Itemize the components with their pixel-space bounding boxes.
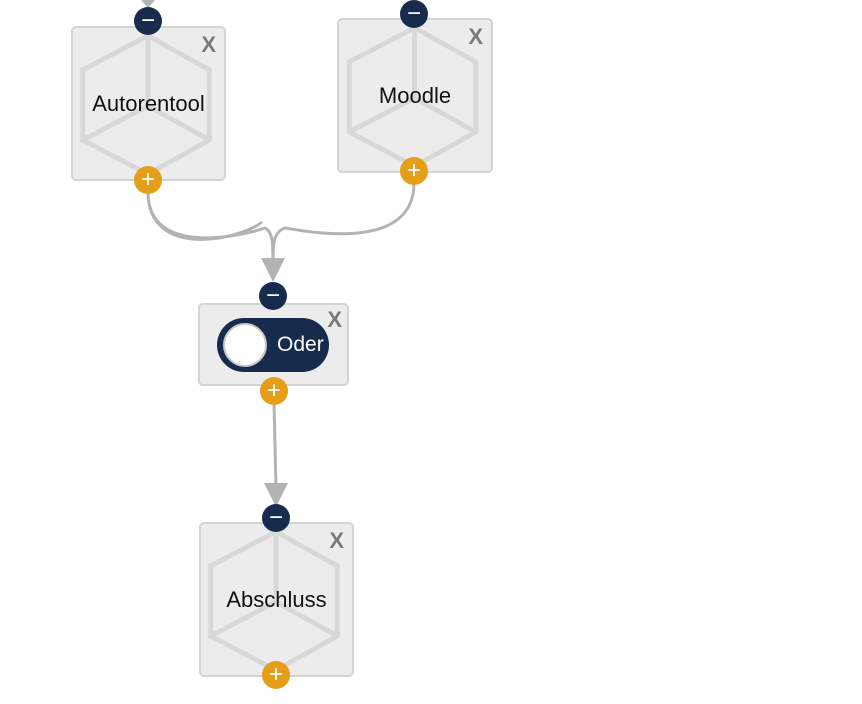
output-port-abschluss[interactable]: + — [262, 661, 290, 689]
close-icon[interactable]: X — [329, 528, 344, 553]
arrow-head-oder — [261, 258, 285, 282]
node-abschluss[interactable]: Abschluss X — [199, 522, 354, 677]
node-label: Abschluss — [226, 586, 327, 612]
input-port-oder[interactable]: − — [259, 282, 287, 310]
edge-oder-abschluss[interactable] — [272, 402, 278, 488]
node-moodle[interactable]: Moodle X — [337, 18, 493, 173]
arrow-head-abschluss — [264, 483, 288, 507]
or-toggle[interactable]: Oder — [217, 318, 329, 372]
node-autorentool[interactable]: Autorentool X — [71, 26, 226, 181]
edge-autorentool-oder[interactable] — [146, 191, 275, 263]
input-port-autorentool[interactable]: − — [134, 7, 162, 35]
output-port-moodle[interactable]: + — [400, 157, 428, 185]
close-icon[interactable]: X — [468, 24, 483, 49]
input-port-moodle[interactable]: − — [400, 0, 428, 28]
output-port-oder[interactable]: + — [260, 377, 288, 405]
arrow-head-autorentool — [141, 0, 155, 8]
toggle-knob — [223, 323, 267, 367]
node-label: Moodle — [378, 82, 452, 108]
close-icon[interactable]: X — [201, 32, 216, 57]
input-port-abschluss[interactable]: − — [262, 504, 290, 532]
node-label: Autorentool — [92, 90, 205, 116]
output-port-autorentool[interactable]: + — [134, 166, 162, 194]
close-icon[interactable]: X — [327, 307, 342, 332]
node-oder[interactable]: Oder X — [198, 303, 349, 386]
toggle-label: Oder — [277, 333, 324, 356]
edge-moodle-oder[interactable] — [271, 182, 416, 263]
